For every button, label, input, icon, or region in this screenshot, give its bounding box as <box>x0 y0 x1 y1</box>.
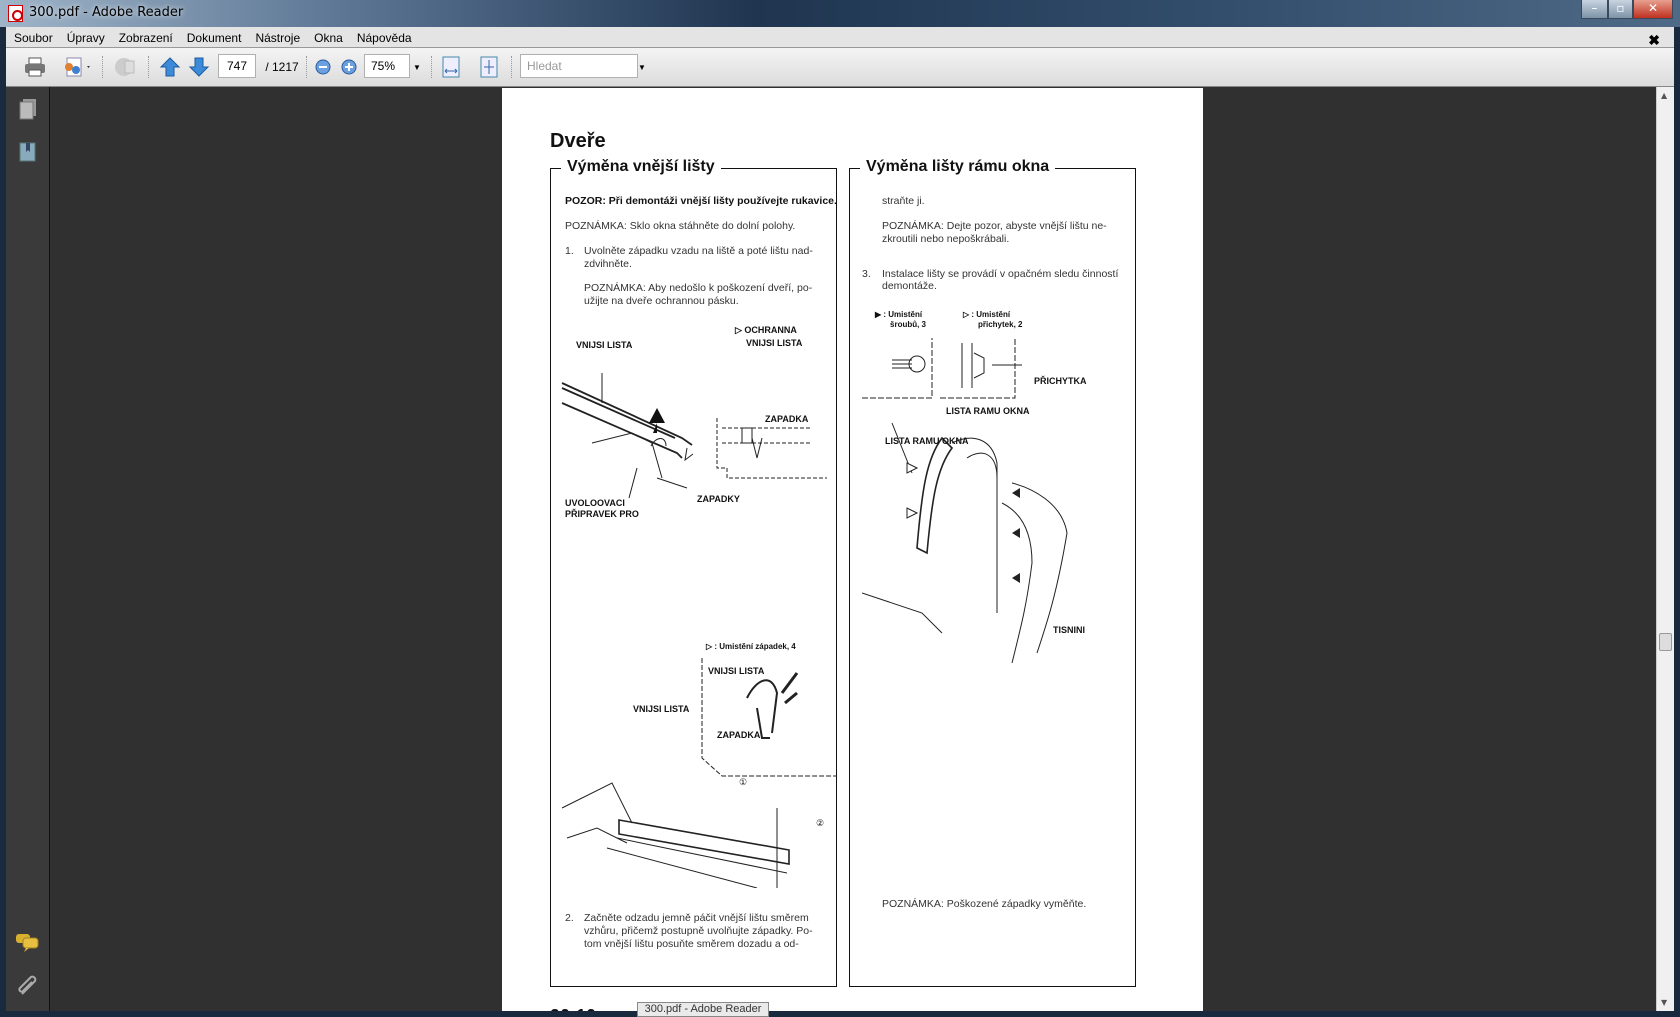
fig-label: VNIJSI LISTA <box>633 704 690 714</box>
right-panel-heading: Výměna lišty rámu okna <box>860 158 1056 176</box>
figure-outer-strip-clips <box>561 658 837 888</box>
vertical-scrollbar[interactable]: ▲ ▼ <box>1656 87 1674 1011</box>
step-number: 2. <box>565 912 574 924</box>
menu-bar: Soubor Úpravy Zobrazení Dokument Nástroje Okn… <box>6 27 1674 48</box>
step-text: tom vnější lištu posuňte směrem dozadu a… <box>584 938 799 950</box>
fig-label: UVOLOOVACI <box>565 498 625 508</box>
step-text: Začněte odzadu jemně páčit vnější lištu … <box>584 912 809 924</box>
step-text: zdvihněte. <box>584 258 632 270</box>
step-text: demontáže. <box>882 280 937 292</box>
taskbar-tooltip: 300.pdf - Adobe Reader <box>637 1002 769 1017</box>
pages-panel-icon[interactable] <box>18 98 38 124</box>
menu-zobrazeni[interactable]: Zobrazení <box>118 31 173 45</box>
pdf-app-icon <box>8 5 23 22</box>
scroll-up-arrow[interactable]: ▲ <box>1661 91 1668 100</box>
collaborate-icon[interactable] <box>58 55 94 79</box>
left-panel-heading: Výměna vnější lišty <box>561 158 721 176</box>
menu-okna[interactable]: Okna <box>314 31 343 45</box>
window-title: 300.pdf - Adobe Reader <box>29 5 184 20</box>
minimize-button[interactable]: – <box>1581 0 1608 19</box>
fig-legend: šroubů, 3 <box>890 320 927 329</box>
bookmarks-panel-icon[interactable] <box>18 141 38 167</box>
fig-label: VNIJSI LISTA <box>576 340 633 350</box>
note-text: POZNÁMKA: Aby nedošlo k poškození dveří,… <box>584 282 813 294</box>
fig-label: ▷ OCHRANNA <box>735 325 797 335</box>
fit-page-icon[interactable] <box>478 55 500 79</box>
page-number-input[interactable]: 747 <box>218 54 256 78</box>
fig-legend: ▶ : Umistění <box>875 310 923 319</box>
scrollbar-thumb[interactable] <box>1659 633 1672 651</box>
zoom-in-button[interactable] <box>340 55 358 79</box>
menu-napoveda[interactable]: Nápověda <box>356 31 412 45</box>
warning-text: POZOR: Při demontáži vnější lišty použív… <box>565 195 837 207</box>
page-total: / 1217 <box>265 60 299 74</box>
zoom-level-input[interactable]: 75% <box>364 54 410 78</box>
menu-nastroje[interactable]: Nástroje <box>255 31 301 45</box>
scroll-down-arrow[interactable]: ▼ <box>1661 998 1668 1007</box>
fig-label: TISNINI <box>1053 625 1086 635</box>
title-bar: 300.pdf - Adobe Reader – ▫ ✕ <box>0 0 1680 27</box>
menu-upravy[interactable]: Úpravy <box>66 31 105 45</box>
fig-callout-1: ① <box>739 777 748 787</box>
step-number: 1. <box>565 245 574 257</box>
zoom-dropdown-arrow[interactable]: ▼ <box>413 62 421 72</box>
toolbar: 747 / 1217 75% ▼ Hledat ▼ <box>6 48 1674 87</box>
fig-label: VNIJSI LISTA <box>708 666 765 676</box>
fit-width-icon[interactable] <box>440 55 462 79</box>
right-panel: Výměna lišty rámu okna <box>849 158 1136 987</box>
step-text: vzhůru, přičemž postupně uvolňujte západ… <box>584 925 813 937</box>
left-panel: Výměna vnější lišty <box>550 158 837 987</box>
step-text: Uvolněte západku vzadu na liště a poté l… <box>584 245 813 257</box>
menu-soubor[interactable]: Soubor <box>14 31 53 45</box>
next-page-button[interactable] <box>187 55 211 79</box>
step-text: Instalace lišty se provádí v opačném sle… <box>882 268 1119 280</box>
fig-callout-2: ② <box>816 818 825 828</box>
fig-label: ZAPADKY <box>697 494 740 504</box>
fig-label: LISTA RAMU OKNA <box>946 406 1030 416</box>
fig-label: PŘICHYTKA <box>1034 376 1087 386</box>
page-number: 90-10 <box>550 1006 596 1011</box>
fig-legend: přichytek, 2 <box>978 320 1023 329</box>
maximize-button[interactable]: ▫ <box>1608 0 1633 19</box>
figure-outer-strip-removal <box>561 373 827 499</box>
fig-label: VNIJSI LISTA <box>746 338 803 348</box>
navigation-sidebar <box>6 87 50 1011</box>
fig-label: ZAPADKA <box>717 730 761 740</box>
document-viewer: Dveře Výměna vnější lišty Výměna lišty r… <box>50 87 1656 1011</box>
close-document-button[interactable]: ✖ <box>1648 32 1660 48</box>
note-text: POZNÁMKA: Poškozené západky vyměňte. <box>882 898 1087 910</box>
close-button[interactable]: ✕ <box>1633 0 1673 19</box>
step-number: 3. <box>862 268 871 280</box>
body-text: straňte ji. <box>882 195 925 207</box>
figure-window-frame-strip <box>862 338 1068 664</box>
attachments-paperclip-icon[interactable] <box>16 974 40 1002</box>
comments-icon[interactable] <box>15 932 41 958</box>
previous-page-button[interactable] <box>158 55 182 79</box>
fig-label: ZAPADKA <box>765 414 809 424</box>
note-text: POZNÁMKA: Dejte pozor, abyste vnější liš… <box>882 220 1107 232</box>
note-text: užijte na dveře ochrannou pásku. <box>584 295 739 307</box>
note-text: zkroutili nebo nepoškrábali. <box>882 233 1010 245</box>
fig-legend: ▷ : Umistění západek, 4 <box>706 642 796 651</box>
fig-label: LISTA RAMU OKNA <box>885 436 969 446</box>
pdf-page: Dveře Výměna vnější lišty Výměna lišty r… <box>502 88 1203 1011</box>
share-icon <box>112 55 138 79</box>
menu-dokument[interactable]: Dokument <box>186 31 242 45</box>
zoom-out-button[interactable] <box>314 55 332 79</box>
print-icon[interactable] <box>22 55 48 79</box>
fig-label: PŘIPRAVEK PRO <box>565 509 639 519</box>
fig-legend: ▷ : Umistění <box>963 310 1011 319</box>
search-dropdown-arrow[interactable]: ▼ <box>638 62 646 72</box>
section-title: Dveře <box>550 130 606 152</box>
note-text: POZNÁMKA: Sklo okna stáhněte do dolní po… <box>565 220 796 232</box>
search-input[interactable]: Hledat <box>520 54 638 78</box>
